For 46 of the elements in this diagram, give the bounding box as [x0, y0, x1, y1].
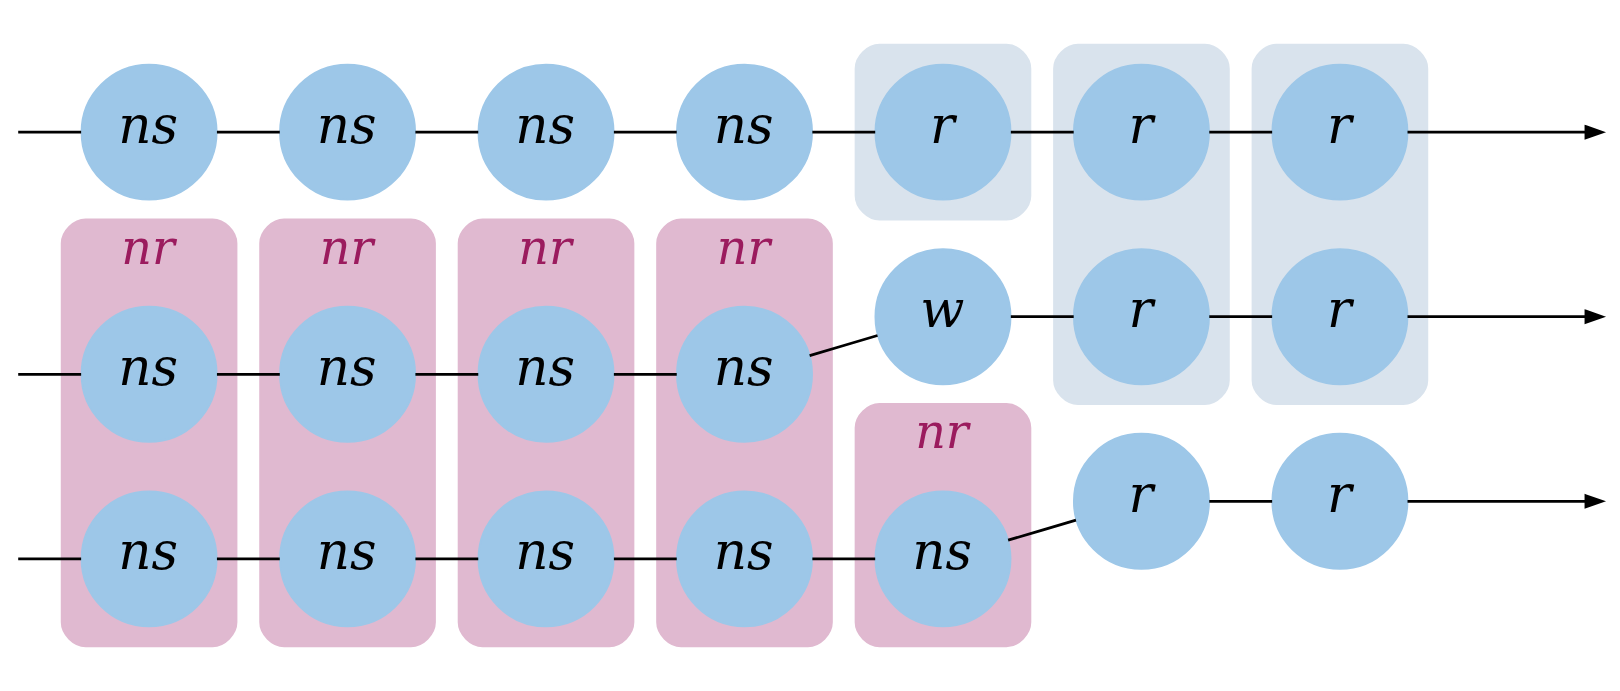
node-circle: w	[874, 248, 1012, 386]
node-circle: ns	[279, 490, 417, 628]
node-circle: ns	[676, 63, 813, 201]
cluster	[1251, 43, 1429, 406]
connector	[613, 130, 677, 134]
connector	[18, 130, 82, 134]
connector	[1010, 130, 1074, 134]
node-circle: ns	[80, 490, 218, 628]
connector	[18, 372, 82, 376]
cluster	[854, 43, 1032, 221]
node-circle: ns	[279, 63, 417, 201]
node-circle: ns	[477, 63, 615, 201]
node-circle: ns	[676, 305, 813, 443]
node-circle: ns	[477, 305, 615, 443]
arrow	[1407, 309, 1607, 325]
connector	[415, 130, 479, 134]
connector	[812, 557, 876, 561]
arrow	[1407, 124, 1607, 140]
node-circle: r	[1073, 63, 1210, 201]
connector	[1209, 315, 1273, 319]
connector	[1209, 130, 1273, 134]
connector	[216, 130, 280, 134]
connector	[1010, 315, 1074, 319]
connector	[216, 557, 280, 561]
node-circle: r	[1271, 63, 1409, 201]
node-circle: ns	[477, 490, 615, 628]
node-circle: ns	[874, 490, 1012, 628]
connector	[1209, 499, 1273, 503]
node-circle: r	[1271, 432, 1409, 570]
node-circle: ns	[279, 305, 417, 443]
connector	[812, 130, 876, 134]
connector	[415, 557, 479, 561]
node-circle: r	[1073, 248, 1210, 386]
node-circle: ns	[80, 63, 218, 201]
arrow	[1407, 493, 1607, 509]
connector	[415, 372, 479, 376]
connector	[613, 557, 677, 561]
connector	[18, 557, 82, 561]
cluster	[1053, 43, 1230, 406]
connector	[216, 372, 280, 376]
node-circle: ns	[676, 490, 813, 628]
node-circle: r	[874, 63, 1012, 201]
node-circle: ns	[80, 305, 218, 443]
node-circle: r	[1073, 432, 1210, 570]
connector	[613, 372, 677, 376]
node-circle: r	[1271, 248, 1409, 386]
